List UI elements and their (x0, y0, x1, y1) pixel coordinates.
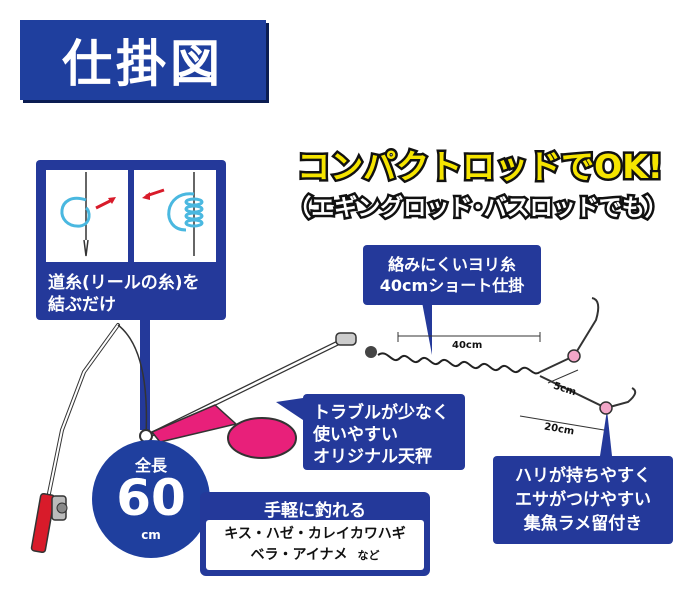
dimension-guides (397, 332, 605, 431)
target-fish-list: キス・ハゼ・カレイカワハギ ベラ・アイナメなど (206, 520, 424, 570)
bead-lower (599, 401, 613, 415)
hook-box-line-3: 集魚ラメ留付き (523, 514, 643, 534)
hook-icon (539, 297, 637, 410)
headline-sub: （エギングロッド･バスロッドでも） (286, 193, 671, 224)
swivel-icon (335, 332, 377, 358)
knot-callout-pointer (140, 318, 150, 430)
trouble-box-line-2: 使いやすい (313, 425, 398, 445)
line-box-line-2: 40cmショート仕掛 (379, 276, 525, 295)
line-callout-pointer (422, 302, 432, 355)
knot-caption-line-2: 結ぶだけ (48, 295, 116, 315)
sinker-icon (139, 336, 349, 459)
knot-step-2 (134, 170, 216, 262)
knot-loop-icon (60, 172, 116, 257)
trouble-box-line-1: トラブルが少なく (313, 403, 449, 423)
line-box-line-1: 絡みにくいヨリ糸 (388, 255, 516, 274)
knot-wrap-icon (142, 172, 204, 256)
hook-box-line-1: ハリが持ちやすく (515, 466, 651, 486)
trouble-box-line-3: オリジナル天秤 (313, 447, 432, 467)
fishing-rod-icon (30, 323, 120, 554)
main-line (117, 324, 148, 437)
target-fish-line-2-row: ベラ・アイナメなど (206, 545, 424, 566)
target-fish-etc: など (357, 549, 380, 562)
target-fish-line-1: キス・ハゼ・カレイカワハギ (224, 526, 406, 542)
hook-box-line-2: エサがつけやすい (515, 490, 651, 510)
hook-info-box: ハリが持ちやすく エサがつけやすい 集魚ラメ留付き (493, 456, 673, 544)
total-length-value: 60 (116, 469, 186, 527)
page-title: 仕掛図 (20, 20, 266, 100)
trouble-callout-pointer (276, 398, 303, 420)
knot-info-box: 道糸(リールの糸)を 結ぶだけ (36, 160, 226, 320)
total-length-unit: cm (141, 528, 161, 542)
target-fish-title: 手軽に釣れる (264, 501, 366, 521)
target-fish-box: 手軽に釣れる キス・ハゼ・カレイカワハギ ベラ・アイナメなど (200, 492, 430, 576)
dimension-leader-label: 40cm (452, 340, 483, 351)
twist-line-info-box: 絡みにくいヨリ糸 40cmショート仕掛 (363, 245, 541, 305)
knot-caption: 道糸(リールの糸)を 結ぶだけ (48, 272, 200, 316)
sinker-info-box: トラブルが少なく 使いやすい オリジナル天秤 (303, 394, 465, 470)
hook-callout-pointer (600, 410, 612, 456)
bead-upper (567, 349, 581, 363)
knot-caption-line-1: 道糸(リールの糸)を (48, 273, 200, 293)
knot-step-1 (46, 170, 128, 262)
twist-leader (377, 352, 541, 375)
target-fish-line-2: ベラ・アイナメ (250, 547, 348, 563)
total-length-badge: 全長 60 cm (92, 440, 210, 558)
total-length-label: 全長 (134, 456, 167, 475)
headline-main: コンパクトロッドでOK! (295, 145, 666, 189)
